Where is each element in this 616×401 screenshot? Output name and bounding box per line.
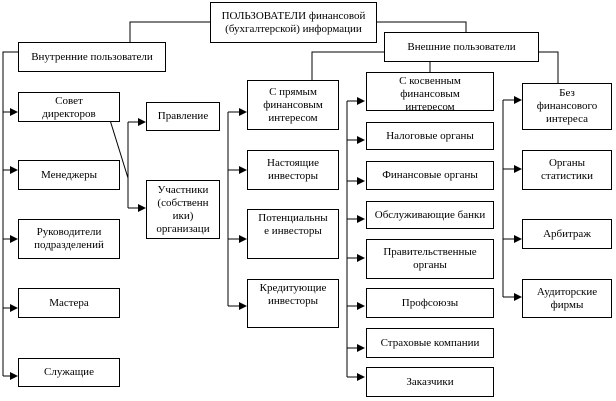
board-of-directors-box: Совет директоров [18, 92, 120, 122]
servicing-banks-label: Обслуживающие банки [374, 208, 486, 221]
foremen-label: Мастера [49, 296, 89, 309]
management-box: Правление [146, 102, 220, 131]
insurance-companies-label: Страховые компании [380, 336, 480, 349]
financial-authorities-label: Финансовые органы [382, 169, 478, 181]
owners-box: Участники (собственн ики) организаци [146, 180, 220, 239]
customers-box: Заказчики [366, 367, 494, 397]
statistics-bodies-label: Органы статистики [541, 157, 593, 182]
government-bodies-label: Правительственные органы [383, 246, 477, 271]
direct-interest-label: С прямым финансовым интересом [263, 85, 323, 124]
indirect-interest-box: С косвенным финансовым интересом [366, 72, 494, 111]
lending-investors-label: Кредитующие инвесторы [259, 282, 327, 307]
managers-box: Менеджеры [18, 160, 120, 190]
financial-authorities-box: Финансовые органы [366, 161, 494, 190]
servicing-banks-box: Обслуживающие банки [366, 201, 494, 229]
external-users-box: Внешние пользователи [384, 32, 539, 62]
customers-label: Заказчики [406, 375, 454, 388]
indirect-interest-label: С косвенным финансовым интересом [399, 75, 461, 111]
trade-unions-label: Профсоюзы [401, 296, 459, 309]
owners-label: Участники (собственн ики) организаци [156, 183, 210, 235]
insurance-companies-box: Страховые компании [366, 328, 494, 358]
statistics-bodies-box: Органы статистики [522, 150, 612, 190]
employees-box: Служащие [18, 358, 120, 387]
government-bodies-box: Правительственные органы [366, 239, 494, 279]
direct-interest-box: С прямым финансовым интересом [247, 80, 339, 130]
tax-authorities-label: Налоговые органы [386, 129, 474, 142]
internal-users-box: Внутренние пользователи [18, 42, 166, 72]
department-heads-box: Руководители подразделений [18, 219, 120, 259]
foremen-box: Мастера [18, 288, 120, 318]
root-title-line2: (бухгалтерской) информации [225, 22, 362, 35]
tax-authorities-box: Налоговые органы [366, 122, 494, 150]
internal-users-label: Внутренние пользователи [31, 50, 153, 63]
no-interest-box: Без финансового интереса [522, 83, 612, 130]
arbitration-label: Арбитраж [543, 227, 591, 240]
management-label: Правление [157, 110, 209, 122]
potential-investors-box: Потенциальны е инвесторы [247, 209, 339, 259]
employees-label: Служащие [44, 366, 94, 378]
current-investors-label: Настоящие инвесторы [267, 157, 319, 182]
board-of-directors-label: Совет директоров [42, 95, 96, 120]
audit-firms-box: Аудиторские фирмы [522, 279, 612, 318]
root-box: ПОЛЬЗОВАТЕЛИ финансовой (бухгалтерской) … [210, 2, 377, 43]
external-users-label: Внешние пользователи [407, 40, 516, 53]
arbitration-box: Арбитраж [522, 219, 612, 249]
no-interest-label: Без финансового интереса [536, 87, 598, 125]
root-title-line1: ПОЛЬЗОВАТЕЛИ финансовой [221, 9, 366, 22]
potential-investors-label: Потенциальны е инвесторы [258, 212, 328, 237]
trade-unions-box: Профсоюзы [366, 288, 494, 318]
lending-investors-box: Кредитующие инвесторы [247, 279, 339, 328]
department-heads-label: Руководители подразделений [34, 226, 104, 251]
audit-firms-label: Аудиторские фирмы [536, 285, 598, 311]
managers-label: Менеджеры [41, 168, 97, 181]
current-investors-box: Настоящие инвесторы [247, 150, 339, 190]
